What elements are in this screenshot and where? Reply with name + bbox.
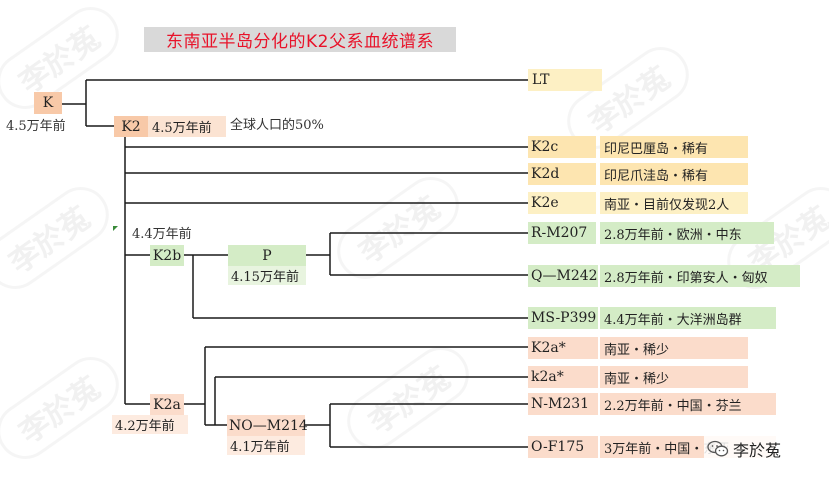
node-k2d-desc: 印尼爪洼岛・稀有 [600,163,748,185]
node-k2e-desc: 南亚・目前仅发现2人 [600,192,748,214]
node-k2e: K2e [528,192,596,214]
node-k-age: 4.5万年前 [6,119,66,134]
node-k2b: K2b [150,245,184,266]
node-n-m231: N-M231 [528,393,598,415]
node-ms-p399-desc: 4.4万年前・大洋洲岛群 [600,307,776,329]
node-k2c-desc: 印尼巴厘岛・稀有 [600,136,748,158]
logo-text: 李於菟 [733,441,782,460]
wechat-logo: 李於菟 [704,436,785,462]
node-k2: K2 [114,116,148,137]
node-k2a-age: 4.2万年前 [112,415,188,434]
node-k2b-age: 4.4万年前 [132,227,192,242]
node-o-f175: O-F175 [528,436,598,458]
page-title: 东南亚半岛分化的K2父系血统谱系 [144,27,456,52]
node-k2a-star: K2a* [528,337,598,359]
node-no-m214: NO—M214 [227,415,308,436]
node-r-m207-desc: 2.8万年前・欧洲・中东 [600,222,774,244]
node-q-m242-desc: 2.8万年前・印第安人・匈奴 [600,265,800,287]
wechat-icon [707,440,729,457]
node-k2c: K2c [528,136,596,158]
node-k2-note: 全球人口的50% [230,118,324,133]
node-p: P [228,245,306,266]
node-lt: LT [528,69,602,91]
node-k2d: K2d [528,163,596,185]
node-ms-p399: MS-P399 [528,307,598,329]
node-no-m214-age: 4.1万年前 [227,436,305,455]
node-k2a-star-desc: 南亚・稀少 [600,337,748,359]
node-k2a-star-2-desc: 南亚・稀少 [600,366,748,388]
node-r-m207: R-M207 [528,222,596,244]
node-p-age: 4.15万年前 [228,266,306,285]
node-k2a: K2a [150,394,184,415]
node-k2-age: 4.5万年前 [148,116,226,137]
node-n-m231-desc: 2.2万年前・中国・芬兰 [600,393,776,415]
node-k2a-star-2: k2a* [528,366,598,388]
node-k: K [34,92,62,114]
node-q-m242: Q—M242 [528,265,598,287]
